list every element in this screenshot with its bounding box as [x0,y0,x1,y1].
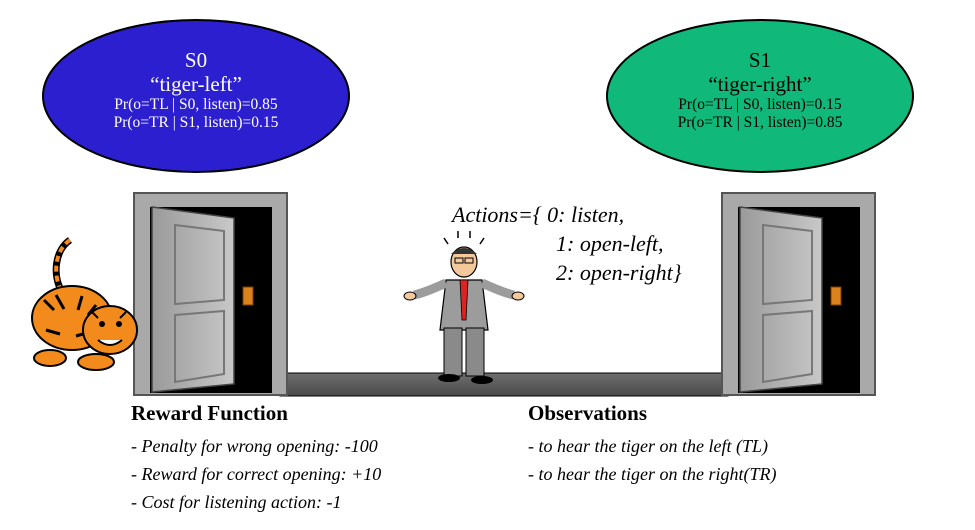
actions-set: Actions={ 0: listen, 1: open-left, 2: op… [452,200,682,287]
action-open-left: 1: open-left, [556,231,664,256]
action-listen: Actions={ 0: listen, [452,202,625,227]
state-s0-prob-tr: Pr(o=TR | S1, listen)=0.15 [113,114,279,132]
reward-item-penalty: - Penalty for wrong opening: -100 [131,436,378,456]
state-s1-prob-tl: Pr(o=TL | S0, listen)=0.15 [678,96,842,114]
state-s1: S1 “tiger-right” Pr(o=TL | S0, listen)=0… [634,48,886,132]
door-icon [133,192,288,396]
reward-function-section: Reward Function - Penalty for wrong open… [131,401,381,516]
state-s0: S0 “tiger-left” Pr(o=TL | S0, listen)=0.… [70,48,322,132]
action-open-right: 2: open-right} [556,260,682,285]
state-s1-prob-tr: Pr(o=TR | S1, listen)=0.85 [677,114,843,132]
door-icon [721,192,876,396]
reward-item-cost: - Cost for listening action: -1 [131,492,342,512]
floor [279,372,729,397]
reward-item-correct: - Reward for correct opening: +10 [131,464,382,484]
reward-function-title: Reward Function [131,401,288,425]
person-icon [403,231,525,384]
state-s0-ellipse [42,19,350,173]
state-s1-ellipse [606,19,914,173]
state-s1-label: “tiger-right” [708,72,812,97]
state-s1-name: S1 [748,48,772,72]
state-s0-name: S0 [184,48,208,72]
observations-title: Observations [528,401,648,425]
state-s0-label: “tiger-left” [150,72,242,97]
state-s0-prob-tl: Pr(o=TL | S0, listen)=0.85 [114,96,278,114]
observations-section: Observations - to hear the tiger on the … [528,401,776,488]
tiger-icon [31,237,138,371]
observation-item-right: - to hear the tiger on the right(TR) [528,464,777,484]
observation-item-left: - to hear the tiger on the left (TL) [528,436,768,456]
